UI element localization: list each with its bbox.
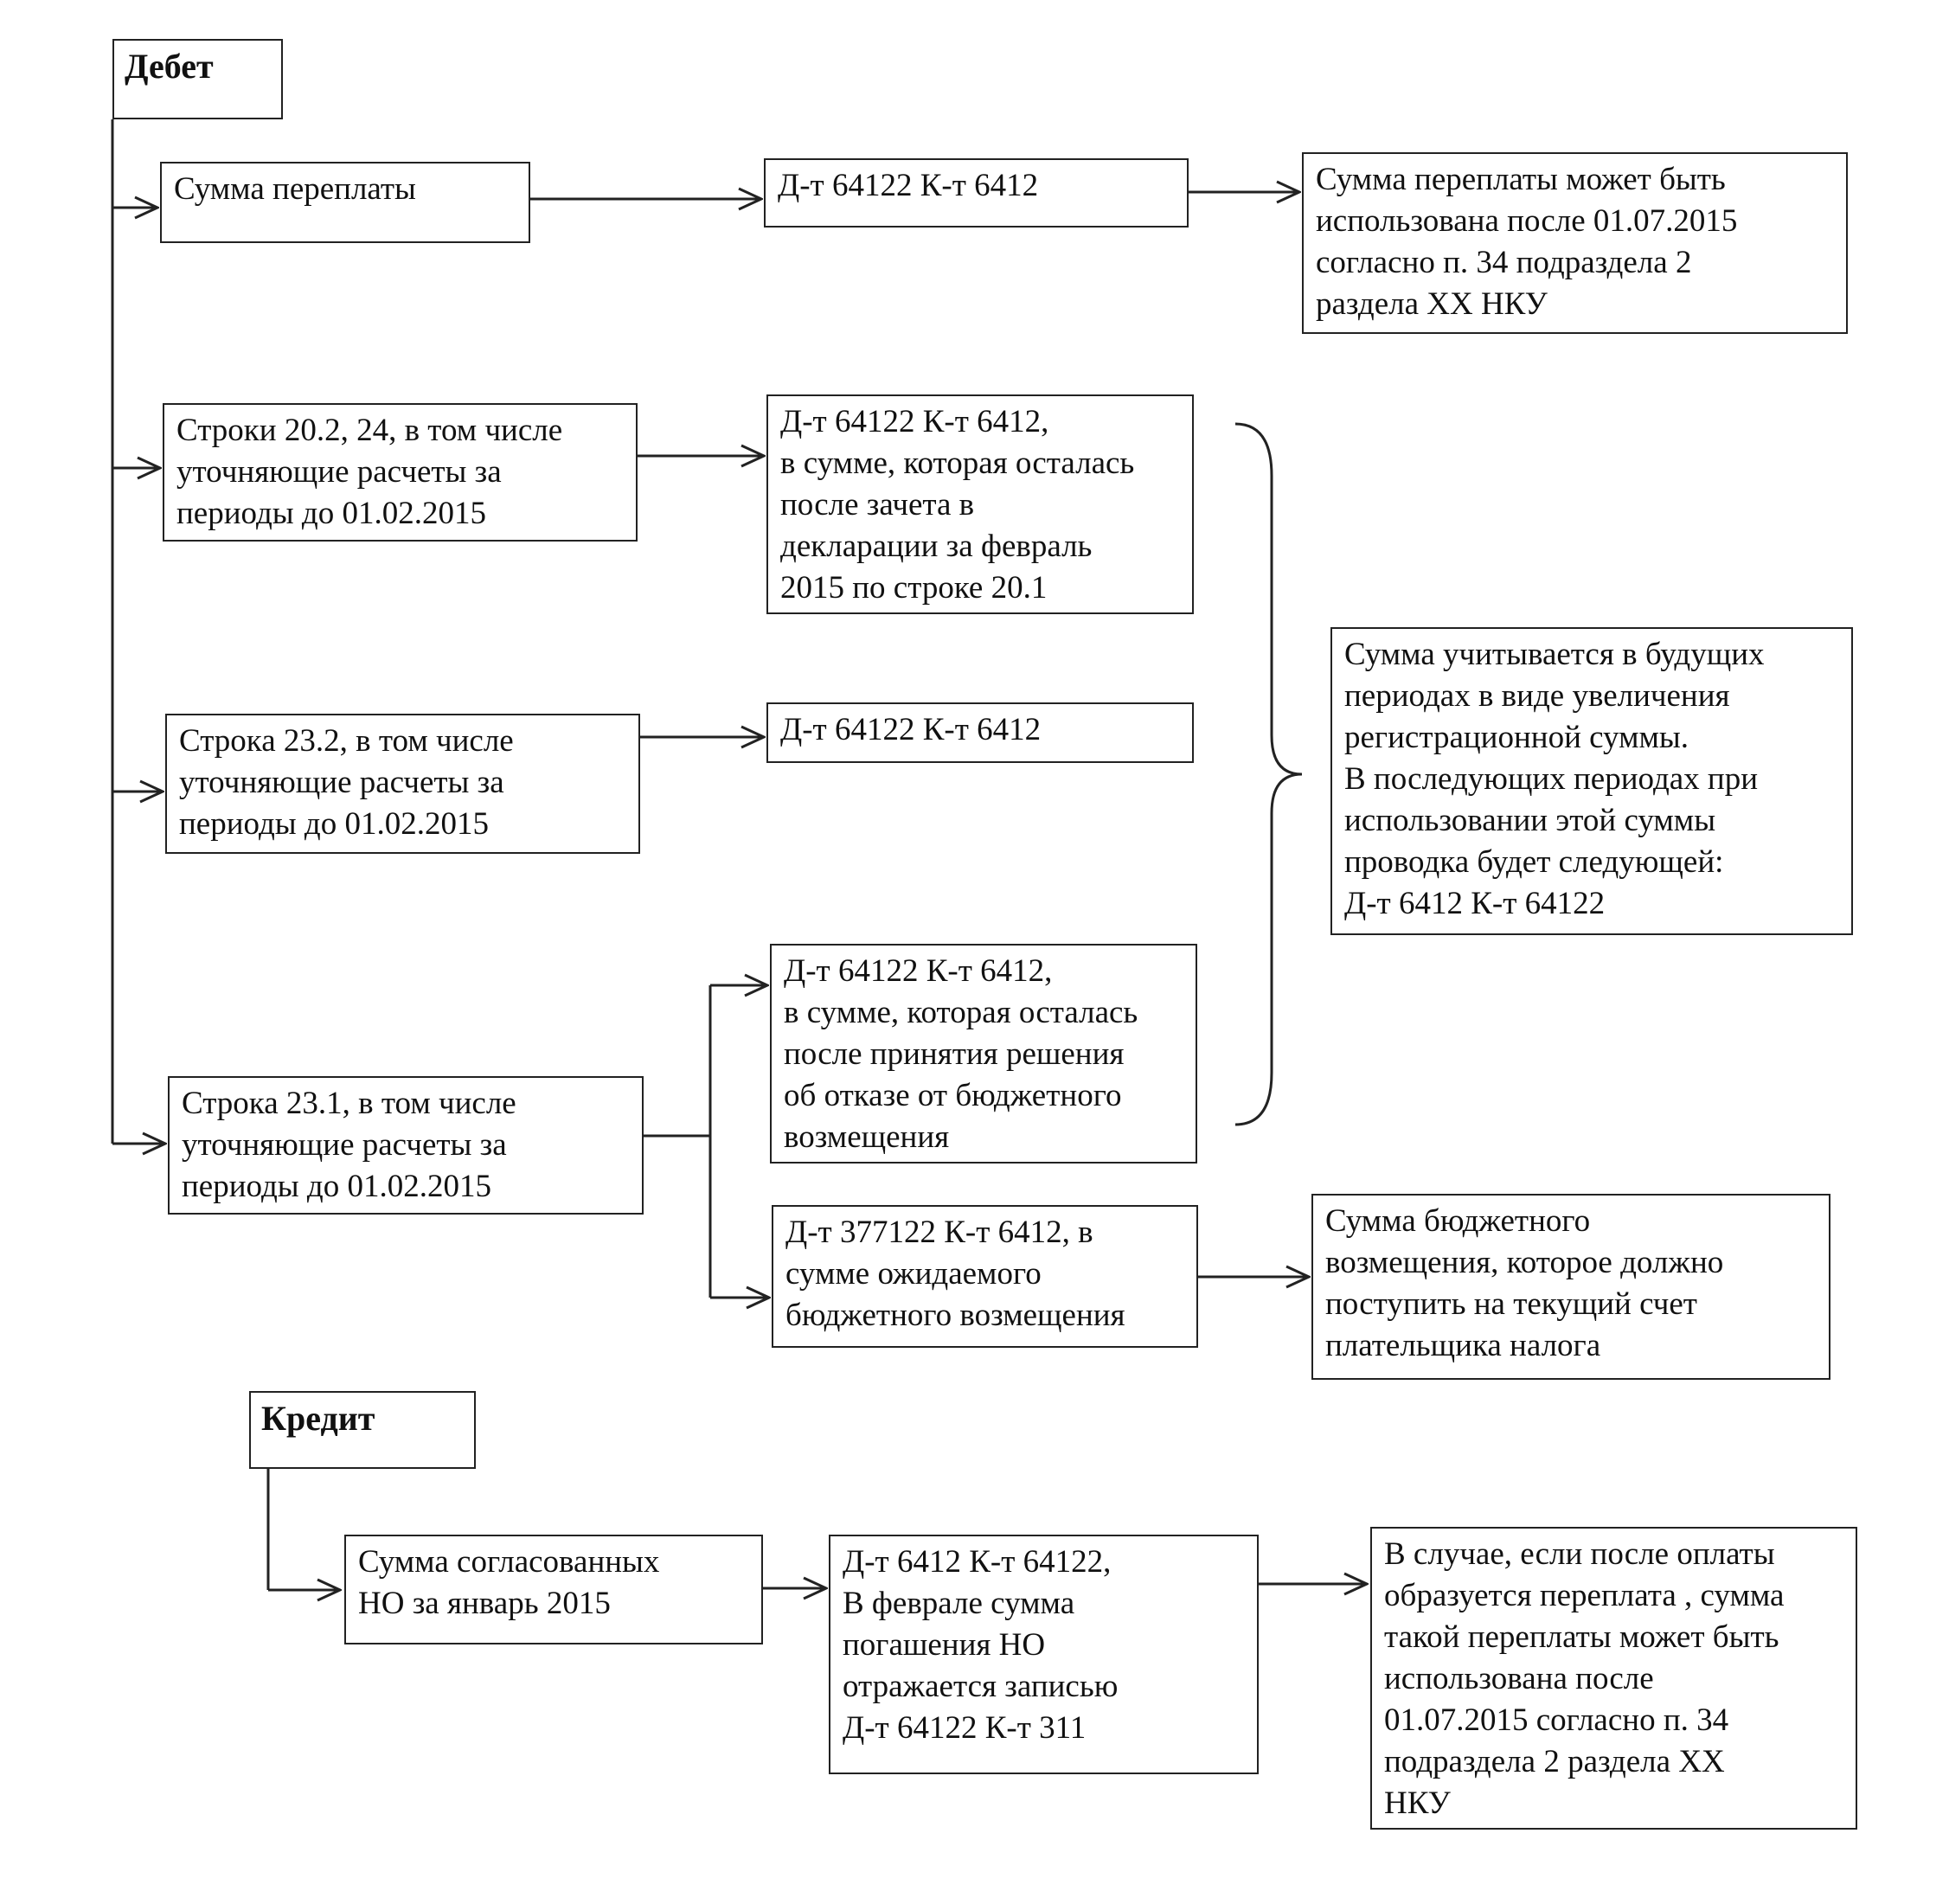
- rows-20-2-entry-line: в сумме, которая осталась: [780, 446, 1135, 481]
- overpayment-label: Сумма переплаты: [174, 171, 416, 207]
- row-23-2-entry: Д-т 64122 К-т 6412: [780, 712, 1042, 747]
- row-23-1-label-line: уточняющие расчеты за: [182, 1127, 507, 1163]
- credit-entry-line: Д-т 64122 К-т 311: [843, 1710, 1087, 1746]
- credit-entry-line: В феврале сумма: [843, 1586, 1075, 1621]
- credit-header: Кредит: [249, 1391, 476, 1469]
- row-23-1-label-box: Строка 23.1, в том числе уточняющие расч…: [168, 1076, 644, 1215]
- row-23-1-note-b-line: Сумма бюджетного: [1325, 1203, 1591, 1239]
- row-23-1-note-b-box: Сумма бюджетного возмещения, которое дол…: [1311, 1194, 1830, 1380]
- credit-note-line: НКУ: [1384, 1785, 1451, 1821]
- rows-20-2-entry-line: декларации за февраль: [780, 529, 1093, 564]
- credit-entry-box: Д-т 6412 К-т 64122, В феврале сумма пога…: [829, 1535, 1259, 1774]
- row-23-1-entry-a-line: после принятия решения: [784, 1036, 1125, 1072]
- rows-20-2-label-line: периоды до 01.02.2015: [176, 496, 486, 531]
- rows-20-2-entry-line: после зачета в: [780, 487, 975, 522]
- overpayment-note-line: согласно п. 34 подраздела 2: [1316, 245, 1692, 280]
- row-23-2-label-line: периоды до 01.02.2015: [179, 806, 489, 842]
- row-23-1-entry-b-line: Д-т 377122 К-т 6412, в: [785, 1215, 1093, 1250]
- future-note-line: регистрационной суммы.: [1344, 720, 1689, 755]
- future-note-line: проводка будет следующей:: [1344, 844, 1724, 880]
- row-23-1-entry-a-line: возмещения: [784, 1119, 950, 1155]
- row-23-1-entry-a-box: Д-т 64122 К-т 6412, в сумме, которая ост…: [770, 944, 1197, 1164]
- rows-20-2-entry-line: 2015 по строке 20.1: [780, 570, 1048, 606]
- rows-20-2-label-line: Строки 20.2, 24, в том числе: [176, 413, 563, 448]
- overpayment-note-line: Сумма переплаты может быть: [1316, 162, 1726, 197]
- credit-note-line: подраздела 2 раздела ХХ: [1384, 1744, 1725, 1779]
- row-23-1-entry-b-line: сумме ожидаемого: [785, 1256, 1042, 1292]
- row-23-1-note-b-line: поступить на текущий счет: [1325, 1286, 1697, 1322]
- credit-entry-line: отражается записью: [843, 1669, 1119, 1704]
- row-23-1-note-b-line: возмещения, которое должно: [1325, 1245, 1724, 1280]
- credit-entry-line: погашения НО: [843, 1627, 1046, 1663]
- credit-note-line: образуется переплата , сумма: [1384, 1578, 1785, 1613]
- credit-note-line: использована после: [1384, 1661, 1654, 1696]
- rows-20-2-entry-box: Д-т 64122 К-т 6412, в сумме, которая ост…: [766, 394, 1194, 614]
- overpayment-note-line: раздела ХХ НКУ: [1316, 286, 1548, 322]
- row-23-2-label-line: Строка 23.2, в том числе: [179, 723, 514, 759]
- credit-note-line: такой переплаты может быть: [1384, 1619, 1779, 1655]
- rows-20-2-label-box: Строки 20.2, 24, в том числе уточняющие …: [163, 403, 638, 542]
- credit-note-line: В случае, если после оплаты: [1384, 1536, 1775, 1572]
- credit-note-line: 01.07.2015 согласно п. 34: [1384, 1702, 1729, 1738]
- row-23-1-entry-a-line: об отказе от бюджетного: [784, 1078, 1122, 1113]
- credit-note-box: В случае, если после оплаты образуется п…: [1370, 1527, 1857, 1830]
- credit-label-box: Сумма согласованных НО за январь 2015: [344, 1535, 763, 1644]
- fork-row-23-1: [644, 985, 712, 1298]
- debit-header: Дебет: [112, 39, 283, 119]
- overpayment-label-box: Сумма переплаты: [160, 162, 530, 243]
- future-note-line: Д-т 6412 К-т 64122: [1344, 886, 1606, 921]
- credit-label-line: НО за январь 2015: [358, 1586, 611, 1621]
- rows-20-2-entry-line: Д-т 64122 К-т 6412,: [780, 404, 1049, 439]
- future-note-line: периодах в виде увеличения: [1344, 678, 1730, 714]
- row-23-1-label-line: Строка 23.1, в том числе: [182, 1086, 516, 1121]
- overpayment-entry-box: Д-т 64122 К-т 6412: [764, 158, 1189, 228]
- row-23-2-label-box: Строка 23.2, в том числе уточняющие расч…: [165, 714, 640, 854]
- row-23-1-entry-b-box: Д-т 377122 К-т 6412, в сумме ожидаемого …: [772, 1205, 1198, 1348]
- credit-entry-line: Д-т 6412 К-т 64122,: [843, 1544, 1112, 1580]
- future-note-line: использовании этой суммы: [1344, 803, 1716, 838]
- future-note-line: Сумма учитывается в будущих: [1344, 637, 1765, 672]
- curly-brace: [1234, 422, 1303, 1126]
- row-23-1-entry-a-line: в сумме, которая осталась: [784, 995, 1138, 1030]
- future-note-box: Сумма учитывается в будущих периодах в в…: [1330, 627, 1853, 935]
- row-23-1-label-line: периоды до 01.02.2015: [182, 1169, 491, 1204]
- row-23-1-entry-a-line: Д-т 64122 К-т 6412,: [784, 953, 1053, 989]
- row-23-2-label-line: уточняющие расчеты за: [179, 765, 504, 800]
- overpayment-entry: Д-т 64122 К-т 6412: [778, 168, 1039, 203]
- row-23-1-entry-b-line: бюджетного возмещения: [785, 1298, 1125, 1333]
- rows-20-2-label-line: уточняющие расчеты за: [176, 454, 502, 490]
- overpayment-note-box: Сумма переплаты может быть использована …: [1302, 152, 1848, 334]
- row-23-2-entry-box: Д-т 64122 К-т 6412: [766, 702, 1194, 763]
- row-23-1-note-b-line: плательщика налога: [1325, 1328, 1601, 1363]
- future-note-line: В последующих периодах при: [1344, 761, 1759, 797]
- overpayment-note-line: использована после 01.07.2015: [1316, 203, 1738, 239]
- credit-label-line: Сумма согласованных: [358, 1544, 660, 1580]
